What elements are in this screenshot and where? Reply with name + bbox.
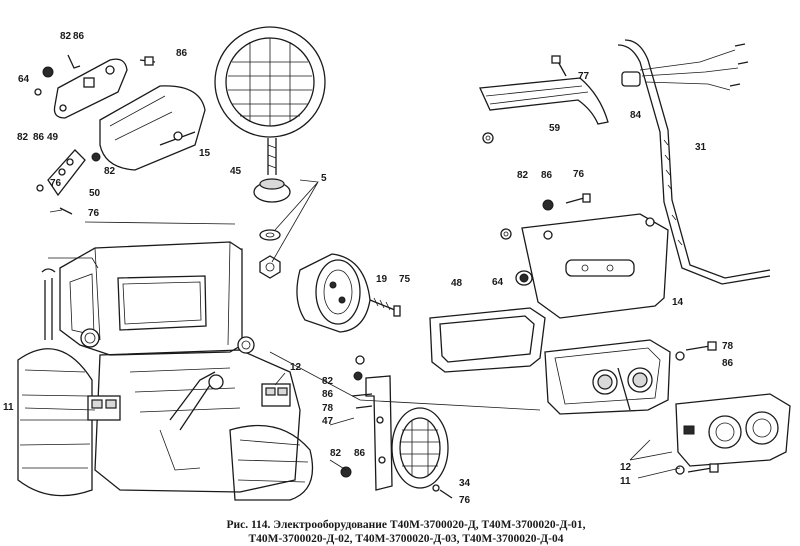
lamp-bracket (34, 54, 156, 119)
callout-86: 86 (722, 358, 734, 369)
bracket-59 (479, 55, 609, 125)
callout-75: 75 (399, 274, 411, 285)
callout-59: 59 (549, 123, 561, 134)
bracket-47 (340, 355, 393, 491)
callout-86: 86 (73, 31, 85, 42)
callout-11: 11 (3, 402, 14, 413)
caption-line-1: Рис. 114. Электрооборудование Т40М-37000… (226, 519, 586, 531)
callout-labels: 82 86 86 64 82 86 49 82 76 50 76 15 45 5… (3, 31, 734, 506)
callout-14: 14 (672, 297, 684, 308)
callout-82: 82 (330, 448, 342, 459)
callout-64: 64 (18, 74, 30, 85)
leader-lines (24, 179, 681, 479)
callout-86: 86 (354, 448, 366, 459)
callout-78: 78 (722, 341, 734, 352)
callout-5: 5 (321, 173, 327, 184)
headlamp (214, 26, 326, 279)
callout-15: 15 (199, 148, 211, 159)
callout-76: 76 (459, 495, 471, 506)
callout-50: 50 (89, 188, 101, 199)
hardware-set (482, 132, 591, 240)
callout-86: 86 (176, 48, 188, 59)
callout-76: 76 (88, 208, 100, 219)
callout-82: 82 (104, 166, 116, 177)
callout-86: 86 (541, 170, 553, 181)
callout-82: 82 (322, 376, 334, 387)
callout-12: 12 (620, 462, 632, 473)
callout-82: 82 (517, 170, 529, 181)
callout-49: 49 (47, 132, 59, 143)
callout-45: 45 (230, 166, 242, 177)
callout-31: 31 (695, 142, 707, 153)
callout-12: 12 (290, 362, 302, 373)
callout-76: 76 (573, 169, 585, 180)
callout-86: 86 (33, 132, 45, 143)
callout-34: 34 (459, 478, 471, 489)
callout-48: 48 (451, 278, 463, 289)
plate-14 (515, 213, 669, 319)
callout-82: 82 (60, 31, 72, 42)
rear-lamp-15 (99, 85, 206, 171)
callout-76: 76 (50, 178, 62, 189)
bolts-right (675, 341, 719, 475)
rear-light-12 (544, 339, 671, 415)
callout-64: 64 (492, 277, 504, 288)
callout-19: 19 (376, 274, 388, 285)
callout-84: 84 (630, 110, 642, 121)
wire-harness (617, 39, 771, 285)
rear-light-11 (675, 393, 791, 467)
tractor-illustration (17, 221, 314, 501)
socket-19 (296, 253, 401, 333)
callout-86: 86 (322, 389, 334, 400)
gasket-48 (429, 307, 546, 373)
caption-line-2: Т40М-3700020-Д-02, Т40М-3700020-Д-03, Т4… (248, 533, 564, 545)
callout-78: 78 (322, 403, 334, 414)
callout-11: 11 (620, 476, 631, 487)
callout-82: 82 (17, 132, 29, 143)
mounting-plate (36, 149, 101, 215)
callout-47: 47 (322, 416, 334, 427)
callout-77: 77 (578, 71, 590, 82)
lamp-lens-34 (391, 407, 453, 499)
